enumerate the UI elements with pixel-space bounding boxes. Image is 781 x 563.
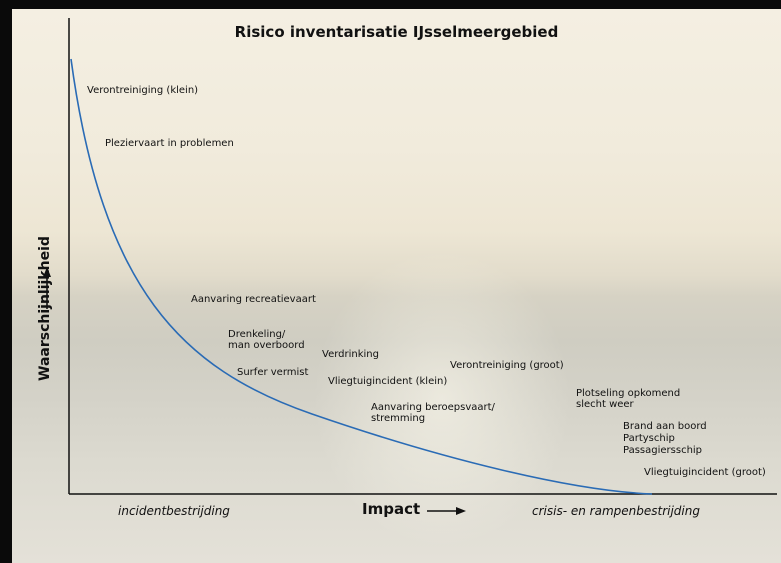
diagram-title: Risico inventarisatie IJsselmeergebied bbox=[234, 23, 559, 41]
diagram-panel: Risico inventarisatie IJsselmeergebied W… bbox=[12, 9, 781, 563]
y-axis-label: Waarschijnlijkheid bbox=[37, 236, 53, 381]
risk-label: Brand aan boord bbox=[623, 421, 707, 432]
risk-label: Verontreiniging (klein) bbox=[87, 85, 199, 96]
risk-label: Surfer vermist bbox=[237, 367, 309, 378]
risk-label: Drenkeling/ man overboord bbox=[228, 329, 305, 351]
risk-chart bbox=[43, 18, 777, 515]
risk-label: Plotseling opkomend slecht weer bbox=[576, 388, 681, 410]
footer-label-right: crisis- en rampenbestrijding bbox=[532, 504, 700, 518]
risk-label: Verdrinking bbox=[322, 349, 379, 360]
footer-label-left: incidentbestrijding bbox=[118, 504, 230, 518]
risk-label: Vliegtuigincident (groot) bbox=[644, 467, 766, 478]
y-axis-arrow bbox=[43, 267, 51, 309]
x-axis-arrow bbox=[427, 507, 466, 515]
risk-label: Pleziervaart in problemen bbox=[105, 138, 234, 149]
risk-label: Partyschip bbox=[623, 433, 675, 444]
risk-label: Passagiersschip bbox=[623, 445, 703, 456]
risk-label: Aanvaring recreatievaart bbox=[191, 294, 316, 305]
risk-label: Verontreiniging (groot) bbox=[450, 360, 564, 371]
risk-label: Aanvaring beroepsvaart/ stremming bbox=[371, 402, 495, 424]
x-axis-label: Impact bbox=[362, 500, 421, 518]
risk-label: Vliegtuigincident (klein) bbox=[328, 376, 448, 387]
risk-curve bbox=[70, 58, 653, 495]
